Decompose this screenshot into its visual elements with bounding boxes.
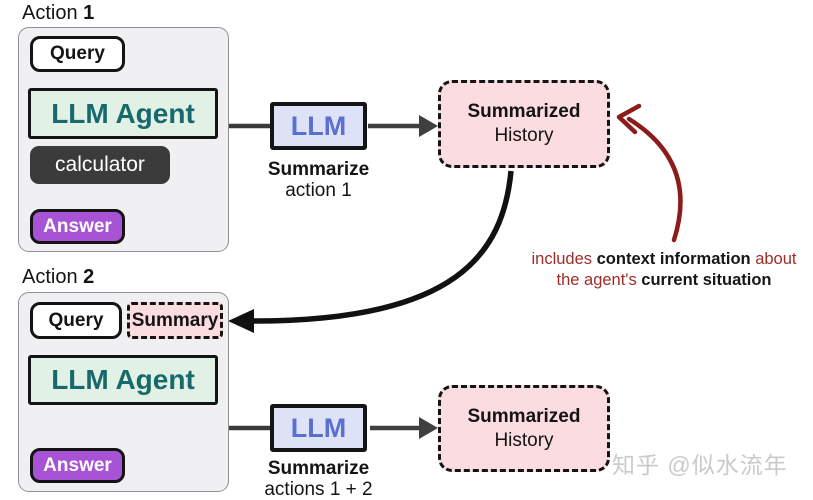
annotation-text: includes context information about the ag… [515,249,813,291]
annotation-seg3: about [750,250,797,268]
annotation-seg4: the agent's [556,271,642,289]
annotation-arrow-curve [626,116,683,243]
action2-summary-label: Summary [131,309,219,331]
summarize2-llm-label: LLM [290,412,347,443]
action1-answer-box: Answer [30,209,125,244]
action1-calculator-label: calculator [55,153,145,176]
action2-answer-label: Answer [43,454,112,476]
annotation-seg2: context information [596,250,751,268]
history1-box: Summarized History [438,80,610,168]
summarize2-caption-bold: Summarize [267,458,370,479]
summarize1-llm-box: LLM [270,102,367,150]
summarize1-caption: Summarize action 1 [240,159,397,201]
action2-title-text: Action [22,266,84,288]
summarize1-caption-bold: Summarize [267,159,370,180]
action2-llm-agent-box: LLM Agent [28,355,218,405]
annotation-arrow-head [616,103,642,135]
history1-line2: History [494,125,554,146]
action1-title-text: Action [22,2,84,24]
summarize1-caption-rest: action 1 [285,180,352,201]
summarize2-llm-box: LLM [270,404,367,452]
annotation-seg1: includes [531,250,597,268]
action2-title-number: 2 [83,266,95,288]
action1-calculator-box: calculator [30,146,170,184]
action1-query-box: Query [30,36,125,72]
summarize2-caption: Summarize actions 1 + 2 [237,458,400,500]
action1-answer-label: Answer [43,215,112,237]
summarize2-caption-rest: actions 1 + 2 [264,479,373,500]
action2-answer-box: Answer [30,448,125,483]
summarize1-llm-label: LLM [290,110,347,141]
action2-summary-box: Summary [127,302,223,339]
arrow-llm2-to-history2-head [419,417,438,439]
action1-title: Action 1 [22,2,94,25]
arrow-history1-to-summary-curve [253,170,514,324]
action1-title-number: 1 [83,2,95,24]
history1-line1: Summarized [467,101,581,122]
action2-query-box: Query [30,302,122,339]
history2-line2: History [494,429,554,451]
watermark: 知乎 @似水流年 [612,452,788,478]
arrow-history1-to-summary-head [228,309,254,333]
action2-query-label: Query [48,309,104,331]
arrow-llm1-to-history1-head [419,115,438,137]
action1-query-label: Query [50,43,105,64]
annotation-seg5: current situation [641,271,772,289]
history2-line1: Summarized [467,405,581,427]
action2-title: Action 2 [22,266,94,289]
action1-llm-agent-box: LLM Agent [28,88,218,139]
action2-llm-agent-label: LLM Agent [51,364,195,395]
history2-box: Summarized History [438,385,610,472]
action1-llm-agent-label: LLM Agent [51,97,195,129]
